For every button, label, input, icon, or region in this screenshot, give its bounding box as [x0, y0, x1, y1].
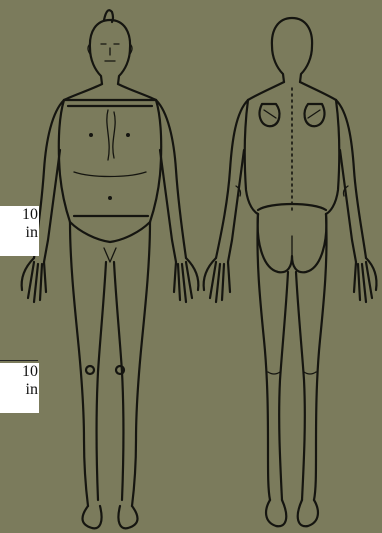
front-foot-left — [83, 506, 102, 528]
back-scapula-right-shade — [308, 110, 320, 118]
front-rib-line — [74, 172, 146, 177]
front-nipple-left — [89, 133, 93, 137]
front-clavicle-band — [64, 100, 156, 106]
front-leg-right — [132, 222, 150, 506]
front-leg-right-inner — [114, 262, 124, 500]
score-top-value: 10 — [0, 206, 38, 224]
back-scapula-right — [305, 104, 325, 126]
score-bottom-value: 10 — [0, 363, 38, 381]
front-leg-left — [70, 222, 88, 506]
front-nipple-right — [126, 133, 130, 137]
back-scapula-left — [260, 104, 280, 126]
back-foot-right — [298, 500, 318, 526]
back-knee-right — [304, 372, 316, 374]
back-arm-right — [336, 100, 366, 262]
front-leg-left-inner — [97, 262, 107, 500]
front-pelvis — [70, 216, 150, 242]
back-hand-right — [354, 258, 377, 302]
back-arm-left — [216, 100, 248, 262]
front-knee-left — [86, 366, 94, 374]
score-label-bottom: 10 in — [0, 363, 39, 413]
front-sternum — [107, 110, 109, 160]
score-top-unit: in — [0, 224, 38, 242]
front-sternum-edge — [113, 112, 115, 158]
front-hand-left — [22, 258, 46, 302]
back-foot-left — [266, 500, 286, 526]
front-navel — [108, 196, 112, 200]
back-head — [272, 18, 312, 82]
back-body-figure — [204, 18, 377, 526]
front-hand-right — [174, 258, 198, 302]
front-groin — [104, 248, 116, 262]
back-scapula-left-shade — [264, 110, 276, 118]
back-hand-left — [204, 258, 230, 302]
score-label-top: 10 in — [0, 206, 39, 256]
front-shoulders — [64, 84, 156, 100]
score-divider-line — [0, 360, 38, 361]
back-leg-left-inner — [279, 272, 288, 500]
back-leg-right-inner — [296, 272, 305, 500]
back-knee-left — [268, 372, 280, 374]
score-bottom-unit: in — [0, 381, 38, 399]
back-shoulders — [248, 82, 336, 100]
front-torso — [59, 100, 161, 222]
front-foot-right — [118, 506, 137, 528]
front-body-figure — [22, 10, 199, 528]
